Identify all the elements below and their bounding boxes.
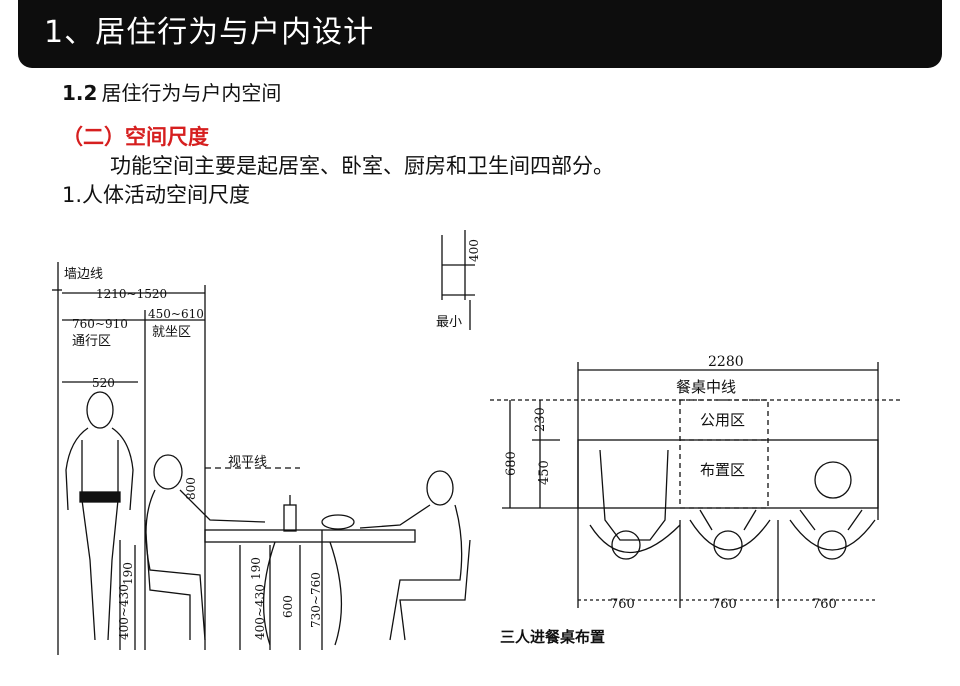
label-center-line: 餐桌中线 <box>676 378 736 396</box>
zone-public <box>679 399 769 509</box>
label-dim-table-h: 730~760 <box>309 572 323 628</box>
label-wall-line: 墙边线 <box>64 267 103 282</box>
label-dim-top: 400 <box>467 239 481 262</box>
diner-top-view-3 <box>789 509 876 560</box>
page-title: 1、居住行为与户内设计 <box>44 15 375 50</box>
label-dim-pass: 760~910 <box>72 317 128 331</box>
body-paragraph: 功能空间主要是起居室、卧室、厨房和卫生间四部分。 <box>110 154 614 178</box>
label-dim-800: 800 <box>184 477 198 500</box>
label-min: 最小 <box>436 315 462 330</box>
diner-top-view-1 <box>589 449 681 560</box>
plate-circle <box>814 461 852 499</box>
label-public-zone: 公用区 <box>700 411 745 429</box>
label-dim-seat: 450~610 <box>148 307 204 321</box>
bottle-icon <box>283 504 297 532</box>
label-seat-760-1: 760 <box>610 597 635 612</box>
label-dim-600: 600 <box>281 595 295 618</box>
list-item-heading: 1.人体活动空间尺度 <box>62 183 251 207</box>
label-seat-zone: 就坐区 <box>152 325 191 340</box>
seated-person-figure <box>144 454 266 641</box>
figure-caption: 三人进餐桌布置 <box>500 628 605 646</box>
label-sight-line: 视平线 <box>228 455 267 470</box>
standing-person-figure <box>65 391 134 641</box>
subtitle-number: 1.2 <box>62 81 98 105</box>
opposite-person-figure <box>359 470 471 641</box>
label-dim-total: 1210~1520 <box>96 287 167 301</box>
diner-top-view-2 <box>689 509 771 560</box>
label-dim-width: 2280 <box>708 354 744 370</box>
label-dim-450: 450 <box>537 460 552 485</box>
label-dim-seat-h: 400~430 <box>253 584 267 640</box>
label-pass-zone: 通行区 <box>72 334 111 349</box>
label-dim-230: 230 <box>533 407 548 432</box>
flower-vase-icon <box>321 514 355 530</box>
label-dim-400-430b: 400~430 <box>117 584 131 640</box>
label-dim-190b: 190 <box>121 562 135 585</box>
subtitle-text: 居住行为与户内空间 <box>101 81 282 105</box>
label-layout-zone: 布置区 <box>700 461 745 479</box>
label-seat-760-2: 760 <box>712 597 737 612</box>
dining-table-top <box>204 529 416 543</box>
label-dim-680: 680 <box>504 451 519 476</box>
label-seat-760-3: 760 <box>812 597 837 612</box>
label-dim-190: 190 <box>249 557 263 580</box>
table-pedestal <box>262 541 343 646</box>
label-dim-body: 520 <box>92 376 115 390</box>
section-heading: （二）空间尺度 <box>62 125 209 149</box>
title-bar: 1、居住行为与户内设计 <box>18 0 942 68</box>
